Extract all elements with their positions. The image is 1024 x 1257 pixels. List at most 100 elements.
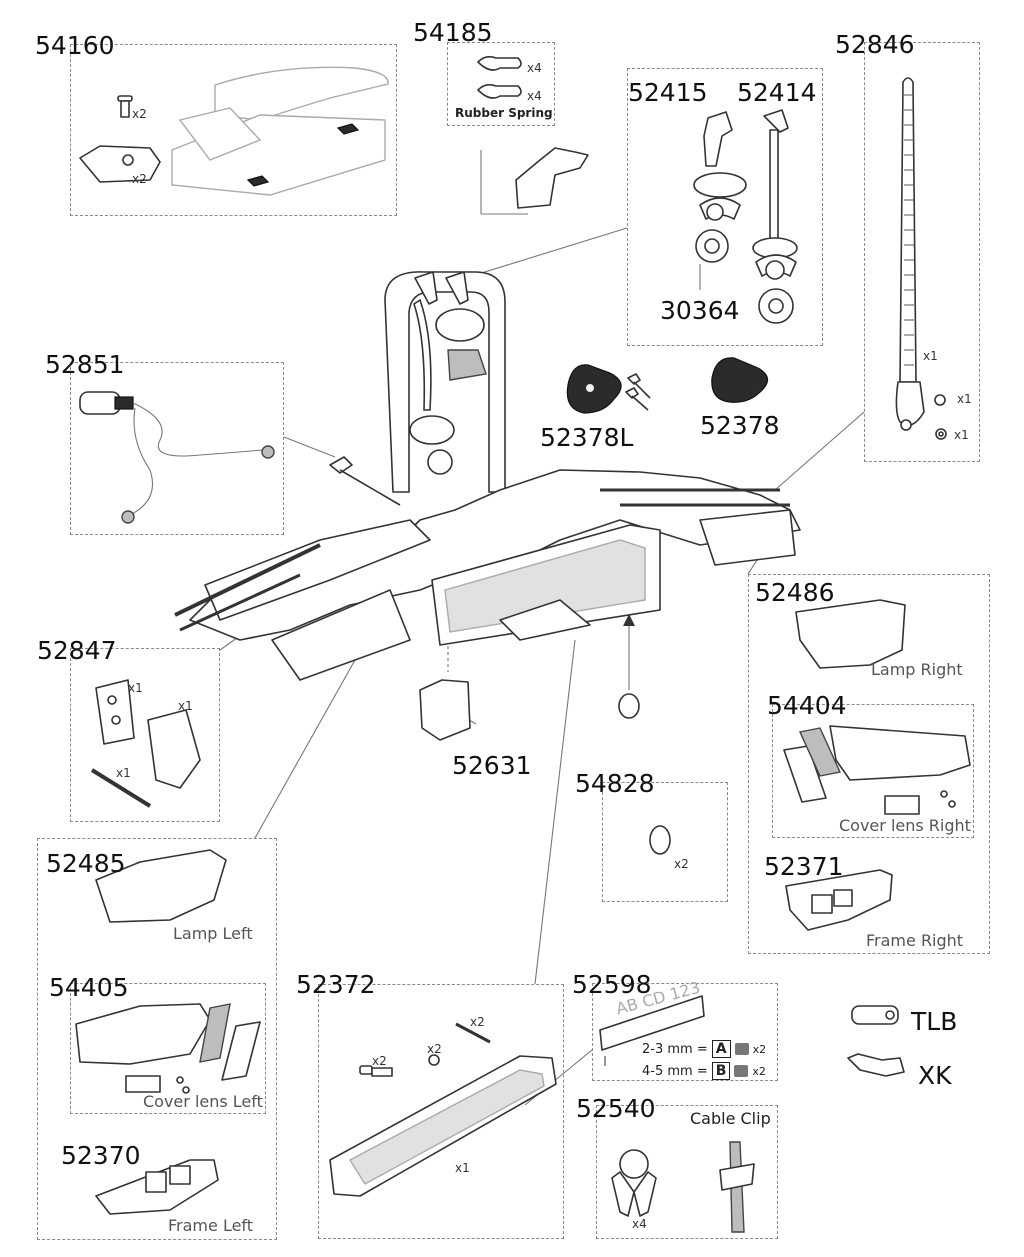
frame-holder-arm-icon [693, 111, 747, 221]
box-52851 [70, 362, 284, 535]
bike-carrier-main-icon [174, 271, 801, 681]
lock-cylinder-icon [851, 1005, 899, 1025]
part-number-52372: 52372 [296, 970, 376, 999]
box-52486-group [748, 574, 990, 954]
knob-icon [695, 229, 794, 324]
part-number-52846: 52846 [835, 30, 915, 59]
quantity-label: x1 [455, 1161, 470, 1175]
part-number-52415: 52415 [628, 78, 708, 107]
lock-lever-icon [147, 709, 201, 789]
leader-lines [219, 150, 865, 1106]
key-icon [625, 373, 651, 411]
rubber-spring-icon [477, 55, 522, 71]
box-52372 [318, 984, 564, 1239]
box-54405 [70, 983, 266, 1114]
lamp-right-label: Lamp Right [871, 660, 963, 679]
frame-holder-arm-long-icon [752, 109, 798, 280]
frame-right-label: Frame Right [866, 931, 964, 950]
screw-icon [117, 95, 133, 118]
part-number-30364: 30364 [660, 296, 740, 325]
part-number-52378: 52378 [700, 411, 780, 440]
cover-lens-right-icon [829, 725, 971, 781]
part-number-52540: 52540 [576, 1094, 656, 1123]
spacer-row-a: 2-3 mm = A x2 [642, 1040, 766, 1058]
box-54185 [447, 42, 555, 126]
part-number-54828: 54828 [575, 769, 655, 798]
quantity-label: x4 [527, 61, 542, 75]
box-52847 [70, 648, 220, 822]
seat-ghost-icon [171, 66, 389, 196]
quantity-label: x2 [470, 1015, 485, 1029]
quantity-label: x1 [178, 699, 193, 713]
part-number-52851: 52851 [45, 350, 125, 379]
box-54160 [70, 44, 397, 216]
strap-icon [895, 77, 925, 431]
lamp-left-icon [95, 849, 227, 923]
box-52540 [596, 1105, 778, 1239]
spacer-qty-a: x2 [752, 1042, 767, 1056]
spacer-qty-b: x2 [752, 1064, 766, 1078]
part-number-XK: XK [918, 1061, 952, 1090]
quantity-label: x1 [954, 428, 969, 442]
bushing-icon [618, 693, 640, 719]
box-52846 [864, 42, 980, 462]
frame-left-label: Frame Left [168, 1216, 254, 1235]
box-54828 [602, 782, 728, 902]
part-number-52485: 52485 [46, 849, 126, 878]
quantity-label: x1 [957, 392, 972, 406]
quantity-label: x1 [128, 681, 143, 695]
quantity-label: x4 [632, 1217, 647, 1231]
part-number-52598: 52598 [572, 970, 652, 999]
box-left-group [37, 838, 277, 1240]
cover-lens-left-icon [75, 1003, 211, 1065]
part-number-52378L: 52378L [540, 423, 634, 452]
lamp-right-icon [795, 599, 906, 669]
cover-cap-icon [419, 679, 471, 741]
part-number-54185: 54185 [413, 18, 493, 47]
box-54404 [772, 704, 974, 838]
cable-clip-icon [611, 1149, 657, 1217]
key-icon [847, 1053, 905, 1077]
box-52598 [592, 983, 778, 1081]
arrow-icon [623, 614, 635, 626]
lock-knob-icon [566, 364, 622, 414]
washer-icon [428, 1054, 440, 1066]
spacer-range-a: 2-3 mm = [642, 1041, 708, 1057]
part-number-TLB: TLB [911, 1007, 958, 1036]
part-number-52847: 52847 [37, 636, 117, 665]
quantity-label: x1 [116, 766, 131, 780]
screw-icon [359, 1065, 393, 1077]
rubber-spring-icon [477, 83, 522, 99]
spacer-range-b: 4-5 mm = [642, 1063, 708, 1079]
box-52415-52414 [627, 68, 823, 346]
part-number-54404: 54404 [767, 691, 847, 720]
bushing-icon [649, 825, 671, 855]
part-number-52370: 52370 [61, 1141, 141, 1170]
bolt-icon [455, 1022, 491, 1044]
lamp-left-label: Lamp Left [173, 924, 253, 943]
spacer-icon [734, 1043, 749, 1055]
quantity-label: x2 [132, 172, 147, 186]
cable-clip-label: Cable Clip [690, 1109, 771, 1128]
cable-clip-mounted-icon [719, 1141, 755, 1233]
quantity-label: x4 [527, 89, 542, 103]
part-number-52371: 52371 [764, 852, 844, 881]
cover-lens-right-label: Cover lens Right [839, 816, 971, 835]
rubber-spring-label: Rubber Spring [455, 106, 553, 120]
quantity-label: x1 [923, 349, 938, 363]
electric-cable-icon [79, 391, 275, 524]
clamp-head-icon [515, 147, 589, 209]
spacer-row-b: 4-5 mm = B x2 [642, 1062, 766, 1080]
part-number-54160: 54160 [35, 31, 115, 60]
spacer-code-b: B [711, 1062, 731, 1080]
part-number-52631: 52631 [452, 751, 532, 780]
lock-bracket-icon [95, 679, 135, 745]
knob-icon [711, 357, 769, 403]
part-number-52414: 52414 [737, 78, 817, 107]
license-plate-icon [599, 995, 705, 1051]
quantity-label: x2 [372, 1054, 387, 1068]
quantity-label: x2 [674, 857, 689, 871]
quantity-label: x2 [132, 107, 147, 121]
quantity-label: x2 [427, 1042, 442, 1056]
